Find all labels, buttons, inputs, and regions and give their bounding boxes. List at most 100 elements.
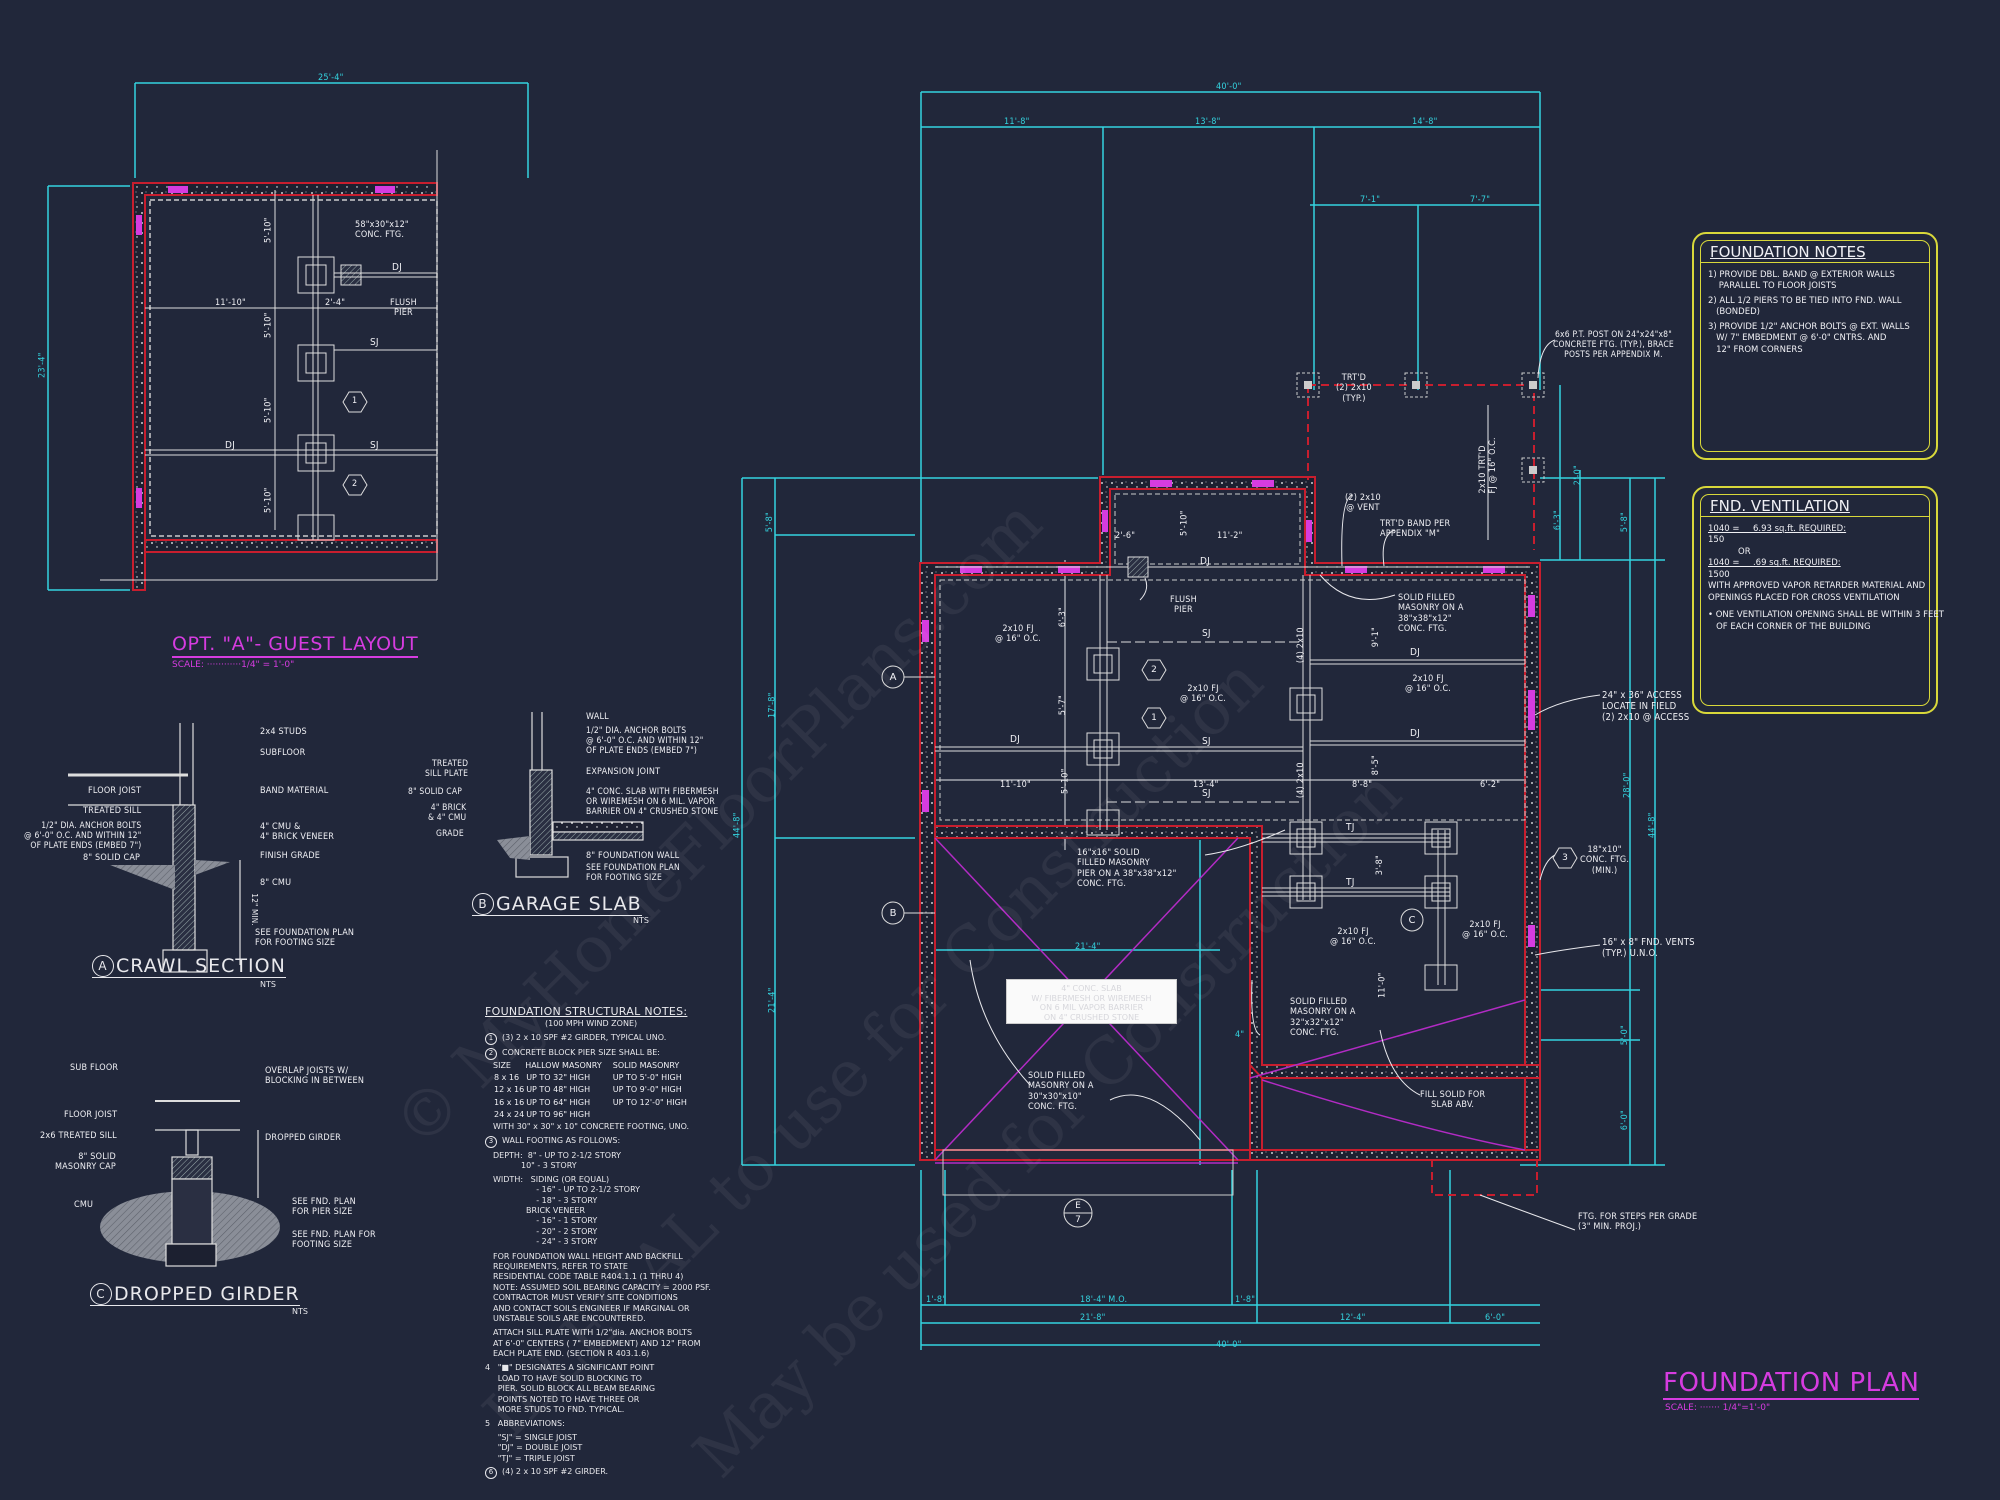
note-1-tag: 1 [485,1032,497,1045]
plan-int-dim: 6'-2" [1480,780,1501,790]
plan-tj-label: TJ [1346,822,1355,833]
guest-dim-height: 23'-4" [37,352,48,378]
guest-dj-low: DJ [225,440,235,451]
structural-notes-subtitle: (100 MPH WIND ZONE) [545,1019,638,1029]
dropped-girder-drawing [100,1100,280,1267]
garage-sill: TREATED SILL PLATE [425,759,469,779]
crawl-nts: NTS [260,980,276,989]
plan-girder-label: (4) 2x10 [1295,627,1306,664]
plan-dim-bot-e: 6'-0" [1485,1313,1506,1323]
girder-cap: 8" SOLID MASONRY CAP [55,1152,116,1173]
foundation-note-item: 1) PROVIDE DBL. BAND @ EXTERIOR WALLS PA… [1708,270,1895,292]
plan-steps-label: FTG. FOR STEPS PER GRADE (3" MIN. PROJ.) [1578,1212,1698,1233]
note-4: 4 "■" DESIGNATES A SIGNIFICANT POINT LOA… [485,1363,656,1415]
crawl-cmu-brick: 4" CMU & 4" BRICK VENEER [260,822,335,843]
girder-treated-sill: 2x6 TREATED SILL [40,1131,117,1141]
vent-line-1: 1040 = 6.93 sq.ft. REQUIRED: [1708,524,1847,534]
plan-dj-label: DJ [1410,728,1420,739]
crawl-section-tag: A [92,955,114,977]
plan-trtd-band-label: TRT'D BAND PER APPENDIX "M" [1380,519,1451,540]
guest-dim-span-b: 5'-10" [263,312,274,338]
garage-fnd-wall: 8" FOUNDATION WALL [586,851,680,861]
pier-table-row: 8 x 16 UP TO 32" HIGH UP TO 5'-0" HIGH [493,1072,688,1084]
plan-dim-left-b: 17'-8" [767,692,778,718]
crawl-section-title-text: CRAWL SECTION [116,955,286,977]
plan-hex-2-tag: 2 [1151,665,1157,675]
plan-vent-2x10-label: (2) 2x10 @ VENT [1345,493,1381,514]
plan-flush-pier-label: FLUSH PIER [1170,595,1197,616]
foundation-notes-header: FOUNDATION NOTES [1700,240,1930,263]
note-5: 5 ABBREVIATIONS: [485,1419,565,1429]
plan-solid-32-label: SOLID FILLED MASONRY ON A 32"x32"x12" CO… [1290,997,1356,1039]
vent-or: OR [1738,546,1751,557]
note-2-text: CONCRETE BLOCK PIER SIZE SHALL BE: [502,1047,660,1057]
cell: 8 x 16 [494,1073,520,1083]
plan-section-e-bottom: 7 [1075,1215,1081,1225]
pier-table-h-solid: SOLID MASONRY [612,1060,680,1070]
structural-notes: FOUNDATION STRUCTURAL NOTES: (100 MPH WI… [485,1005,745,1479]
plan-int-dim: 21'-4" [1075,942,1101,952]
plan-dim-right-f: 2'-0" [1572,465,1583,486]
plan-post-label: 6x6 P.T. POST ON 24"x24"x8" CONCRETE FTG… [1553,330,1674,360]
cell: UP TO 32" HIGH [526,1073,591,1083]
plan-solid-38-label: SOLID FILLED MASONRY ON A 38"x38"x12" CO… [1398,593,1464,635]
foundation-note-item: 3) PROVIDE 1/2" ANCHOR BOLTS @ EXT. WALL… [1708,321,1910,355]
plan-dj-label: DJ [1200,556,1210,567]
cell: UP TO 5'-0" HIGH [612,1073,682,1083]
cell: UP TO 9'-0" HIGH [612,1085,682,1095]
garage-slab-title: B GARAGE SLAB [472,893,642,916]
guest-dim-left-run: 11'-10" [215,298,246,308]
girder-footing-size: SEE FND. PLAN FOR FOOTING SIZE [292,1230,376,1251]
garage-slab-tag: B [472,893,494,915]
note-3-width: WIDTH: SIDING (OR EQUAL) - 16" - UP TO 2… [493,1174,641,1247]
cell: UP TO 64" HIGH [526,1097,591,1107]
plan-tj-label: TJ [1346,877,1355,888]
plan-int-dim: 8'-8" [1352,780,1373,790]
foundation-plan-scale: SCALE: ······· 1/4"=1'-0" [1665,1403,1771,1413]
plan-int-dim: 8'-5" [1370,755,1381,776]
crawl-studs: 2x4 STUDS [260,727,307,737]
plan-dim-right-d: 6'-0" [1619,1110,1630,1131]
plan-dim-top-a: 11'-8" [1004,117,1030,127]
ventilation-box: FND. VENTILATION 1040 = 6.93 sq.ft. REQU… [1692,486,1944,714]
pier-table-header: SIZE HALLOW MASONRY SOLID MASONRY [493,1060,688,1072]
vent-line-2: 1040 = .69 sq.ft. REQUIRED: [1708,558,1841,569]
garage-wall: WALL [586,712,609,722]
foundation-notes-title: FOUNDATION NOTES [1710,243,1866,261]
structural-notes-title: FOUNDATION STRUCTURAL NOTES: [485,1005,688,1018]
guest-dim-span-c: 5'-10" [263,397,274,423]
cell: 12 x 16 [494,1085,525,1095]
ventilation-body: 1040 = 6.93 sq.ft. REQUIRED: 150 OR 1040… [1708,524,1944,633]
guest-sj-mid: SJ [370,337,379,348]
garage-nts: NTS [633,916,649,925]
plan-section-e-top: E [1075,1201,1081,1211]
garage-brick-cmu: 4" BRICK & 4" CMU [428,803,467,823]
crawl-section-title: A CRAWL SECTION [92,955,286,978]
plan-int-dim: 5'-10" [1060,768,1071,794]
crawl-solid-cap: 8" SOLID CAP [83,853,141,863]
girder-nts: NTS [292,1307,308,1316]
crawl-band: BAND MATERIAL [260,786,329,796]
plan-dim-top-e: 7'-7" [1470,195,1491,205]
plan-dim-right-c: 5'-0" [1619,1025,1630,1046]
cell: 16 x 16 [494,1097,525,1107]
note-6-tag: 6 [485,1466,497,1479]
dropped-girder-title-text: DROPPED GIRDER [114,1283,300,1305]
plan-int-dim: 5'-10" [1179,510,1190,536]
guest-layout-scale: SCALE: ············1/4" = 1'-0" [172,660,295,670]
guest-dj-top: DJ [392,262,402,273]
guest-layout-drawing [47,82,529,591]
garage-grade: GRADE [436,829,464,839]
plan-int-dim: 9'-1" [1370,627,1381,648]
plan-section-c-tag: C [1408,914,1416,926]
vent-line-2b: 1500 [1708,569,1730,580]
plan-hex-3-tag: 3 [1562,853,1568,863]
plan-fj-label: 2x10 FJ @ 16" O.C. [1462,920,1509,941]
garage-slab-note: 4" CONC. SLAB WITH FIBERMESH OR WIREMESH… [586,787,719,817]
guest-dim-width: 25'-4" [318,73,344,83]
foundation-note-item: 2) ALL 1/2 PIERS TO BE TIED INTO FND. WA… [1708,295,1902,318]
girder-dropped: DROPPED GIRDER [265,1133,341,1143]
girder-overlap: OVERLAP JOISTS W/ BLOCKING IN BETWEEN [265,1066,365,1087]
girder-subfloor: SUB FLOOR [70,1063,119,1073]
